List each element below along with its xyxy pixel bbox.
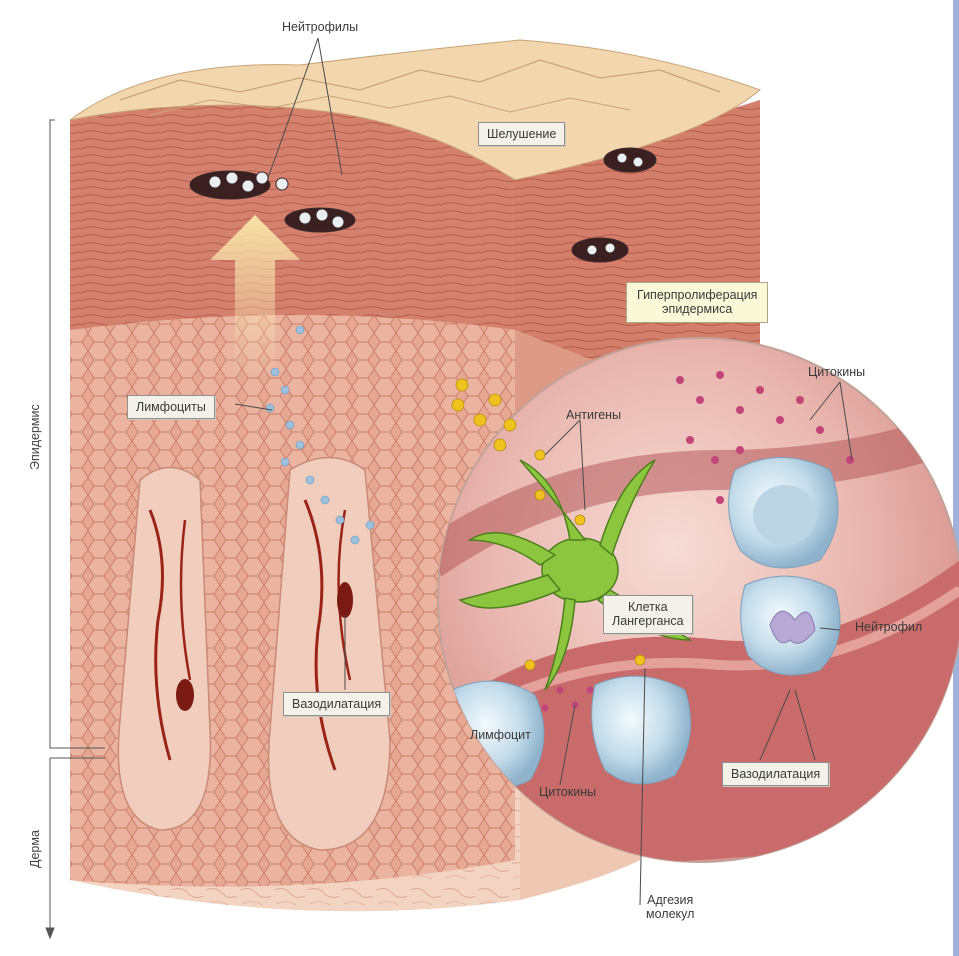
- label-epidermis: Эпидермис: [28, 404, 42, 470]
- label-lymphocyte: Лимфоцит: [470, 728, 531, 742]
- label-peeling: Шелушение: [478, 122, 565, 146]
- label-antigens: Антигены: [566, 408, 621, 422]
- label-lymphocytes: Лимфоциты: [127, 395, 215, 419]
- label-hyperproliferation: Гиперпролиферация эпидермиса: [626, 282, 768, 323]
- label-adhesion-molecules: Адгезия молекул: [646, 893, 694, 922]
- label-vasodilation-right: Вазодилатация: [722, 762, 829, 786]
- page-frame: [953, 0, 959, 956]
- label-vasodilation-left: Вазодилатация: [283, 692, 390, 716]
- label-neutrophils: Нейтрофилы: [282, 20, 358, 34]
- label-dermis: Дерма: [28, 830, 42, 868]
- label-cytokines-top: Цитокины: [808, 365, 865, 379]
- label-langerhans-cell: Клетка Лангерганса: [603, 595, 693, 634]
- label-neutrophil: Нейтрофил: [855, 620, 922, 634]
- label-cytokines-bottom: Цитокины: [539, 785, 596, 799]
